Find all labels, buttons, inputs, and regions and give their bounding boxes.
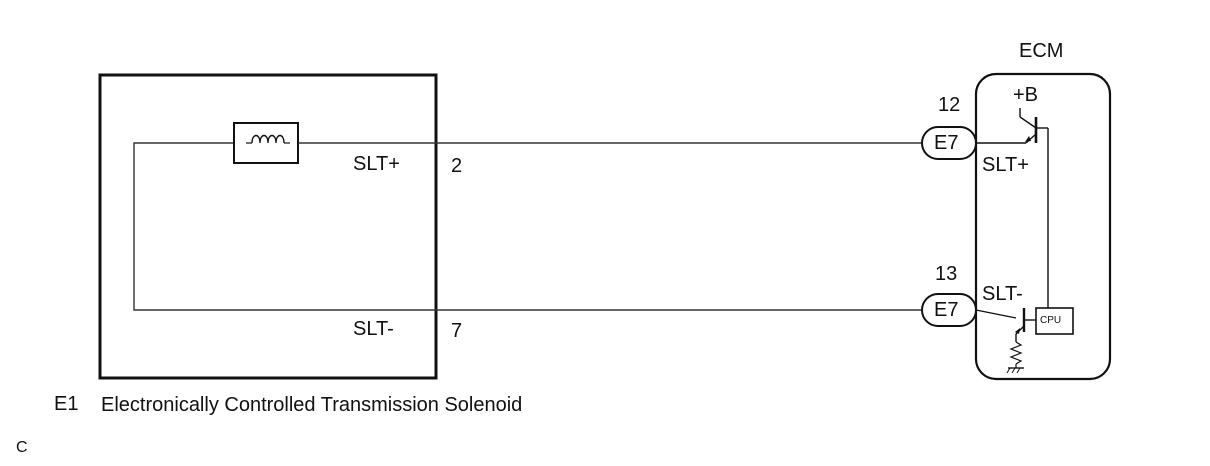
solenoid-pin-minus-label: SLT- <box>353 318 394 340</box>
solenoid-box <box>98 73 438 380</box>
connector-bottom-code: E7 <box>934 299 959 321</box>
ecm-title: ECM <box>1019 40 1064 62</box>
solenoid-pin-plus-number: 2 <box>451 155 463 177</box>
footer-code: C <box>16 439 28 456</box>
component-code: E1 <box>54 393 79 415</box>
transistor-low-side-icon <box>975 308 1036 342</box>
ecm-box <box>974 72 1112 381</box>
connector-bottom-pin: 13 <box>935 263 958 285</box>
ecm-signal-minus-label: SLT- <box>982 283 1023 305</box>
solenoid-internal-wire <box>133 142 436 311</box>
cpu-block <box>1035 307 1074 335</box>
connector-top-pin: 12 <box>938 94 961 116</box>
solenoid-pin-plus-label: SLT+ <box>353 153 400 175</box>
cpu-label: CPU <box>1040 315 1062 326</box>
transistor-high-side-icon <box>976 108 1049 310</box>
component-name: Electronically Controlled Transmission S… <box>101 394 523 416</box>
ecm-signal-plus-label: SLT+ <box>982 154 1029 176</box>
connector-top-code: E7 <box>934 132 959 154</box>
solenoid-pin-minus-number: 7 <box>451 320 463 342</box>
ecm-supply-label: +B <box>1013 84 1039 106</box>
resistor-ground-icon <box>1006 341 1024 374</box>
coil-icon <box>233 122 299 164</box>
